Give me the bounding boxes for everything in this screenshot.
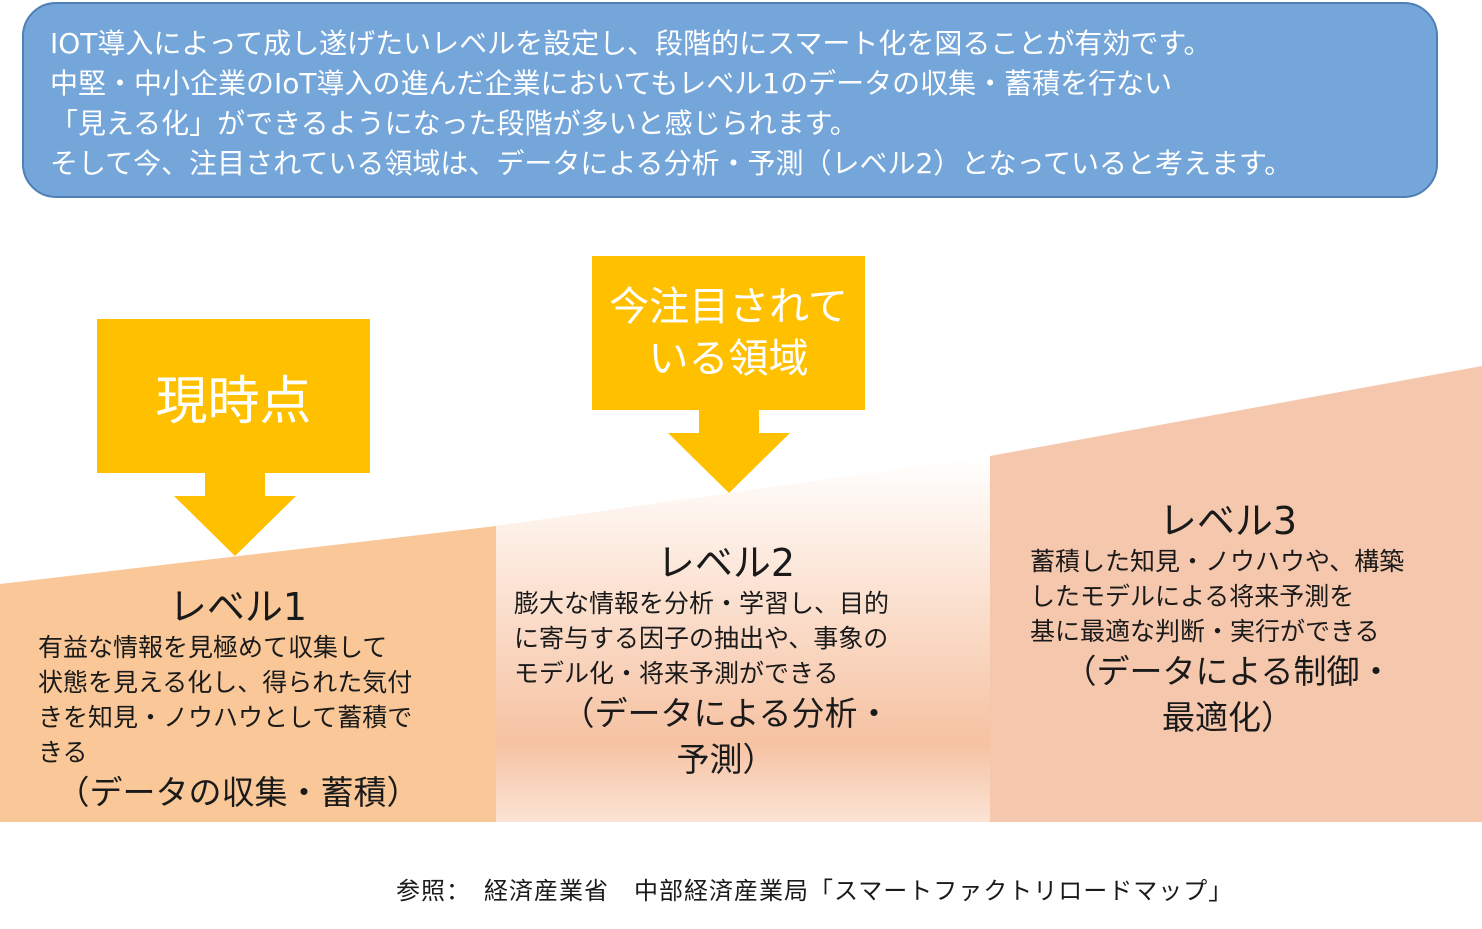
focus-area-label-line1: 今注目されて	[609, 284, 848, 330]
level1-desc-line3: きを知見・ノウハウとして蓄積で	[38, 703, 413, 732]
level3-desc-line2: したモデルによる将来予測を	[1030, 582, 1355, 611]
level2-tag-line2: 予測）	[676, 740, 776, 779]
level2-desc-line2: に寄与する因子の抽出や、事象の	[514, 624, 889, 653]
level3-title: レベル3	[1158, 499, 1298, 543]
level2-desc-line1: 膨大な情報を分析・学習し、目的	[514, 589, 890, 618]
summary-banner: IOT導入によって成し遂げたいレベルを設定し、段階的にスマート化を図ることが有効…	[22, 2, 1438, 198]
level3-desc-line1: 蓄積した知見・ノウハウや、構築	[1030, 547, 1405, 576]
current-stage-callout: 現時点	[97, 319, 370, 473]
level2-desc-line3: モデル化・将来予測ができる	[514, 659, 839, 688]
current-stage-label: 現時点	[155, 371, 312, 432]
summary-line-2: 中堅・中小企業のIoT導入の進んだ企業においてもレベル1のデータの収集・蓄積を行…	[50, 67, 1173, 100]
focus-area-callout: 今注目されて いる領域	[592, 256, 865, 410]
now-arrow-head	[174, 496, 296, 556]
focus-arrow-shaft	[699, 407, 759, 435]
level3-desc-line3: 基に最適な判断・実行ができる	[1030, 617, 1380, 646]
level1-desc-line4: きる	[38, 738, 88, 767]
summary-line-4: そして今、注目されている領域は、データによる分析・予測（レベル2）となっていると…	[50, 147, 1293, 180]
reference-citation: 参照： 経済産業省 中部経済産業局「スマートファクトリロードマップ」	[396, 877, 1234, 905]
level1-step	[0, 526, 496, 822]
level2-step	[496, 456, 990, 822]
level2-block: レベル2 膨大な情報を分析・学習し、目的 に寄与する因子の抽出や、事象の モデル…	[514, 540, 954, 783]
summary-line-3: 「見える化」ができるようになった段階が多いと感じられます。	[50, 107, 858, 140]
level3-block: レベル3 蓄積した知見・ノウハウや、構築 したモデルによる将来予測を 基に最適な…	[1030, 498, 1450, 741]
level1-block: レベル1 有益な情報を見極めて収集して 状態を見える化し、得られた気付 きを知見…	[38, 584, 478, 816]
level1-desc-line2: 状態を見える化し、得られた気付	[38, 668, 413, 697]
level3-tag-line1: （データによる制御・	[1063, 652, 1393, 691]
level1-tag: （データの収集・蓄積）	[56, 773, 420, 812]
now-arrow-shaft	[205, 470, 265, 498]
level2-title: レベル2	[656, 541, 796, 585]
focus-area-label-line2: いる領域	[648, 336, 809, 382]
level2-tag-line1: （データによる分析・	[561, 694, 891, 733]
summary-line-1: IOT導入によって成し遂げたいレベルを設定し、段階的にスマート化を図ることが有効…	[50, 27, 1212, 60]
level3-step	[990, 366, 1482, 822]
level3-tag-line2: 最適化）	[1162, 698, 1294, 737]
level1-title: レベル1	[168, 585, 308, 629]
focus-arrow-head	[668, 433, 790, 493]
level1-desc-line1: 有益な情報を見極めて収集して	[38, 633, 388, 662]
